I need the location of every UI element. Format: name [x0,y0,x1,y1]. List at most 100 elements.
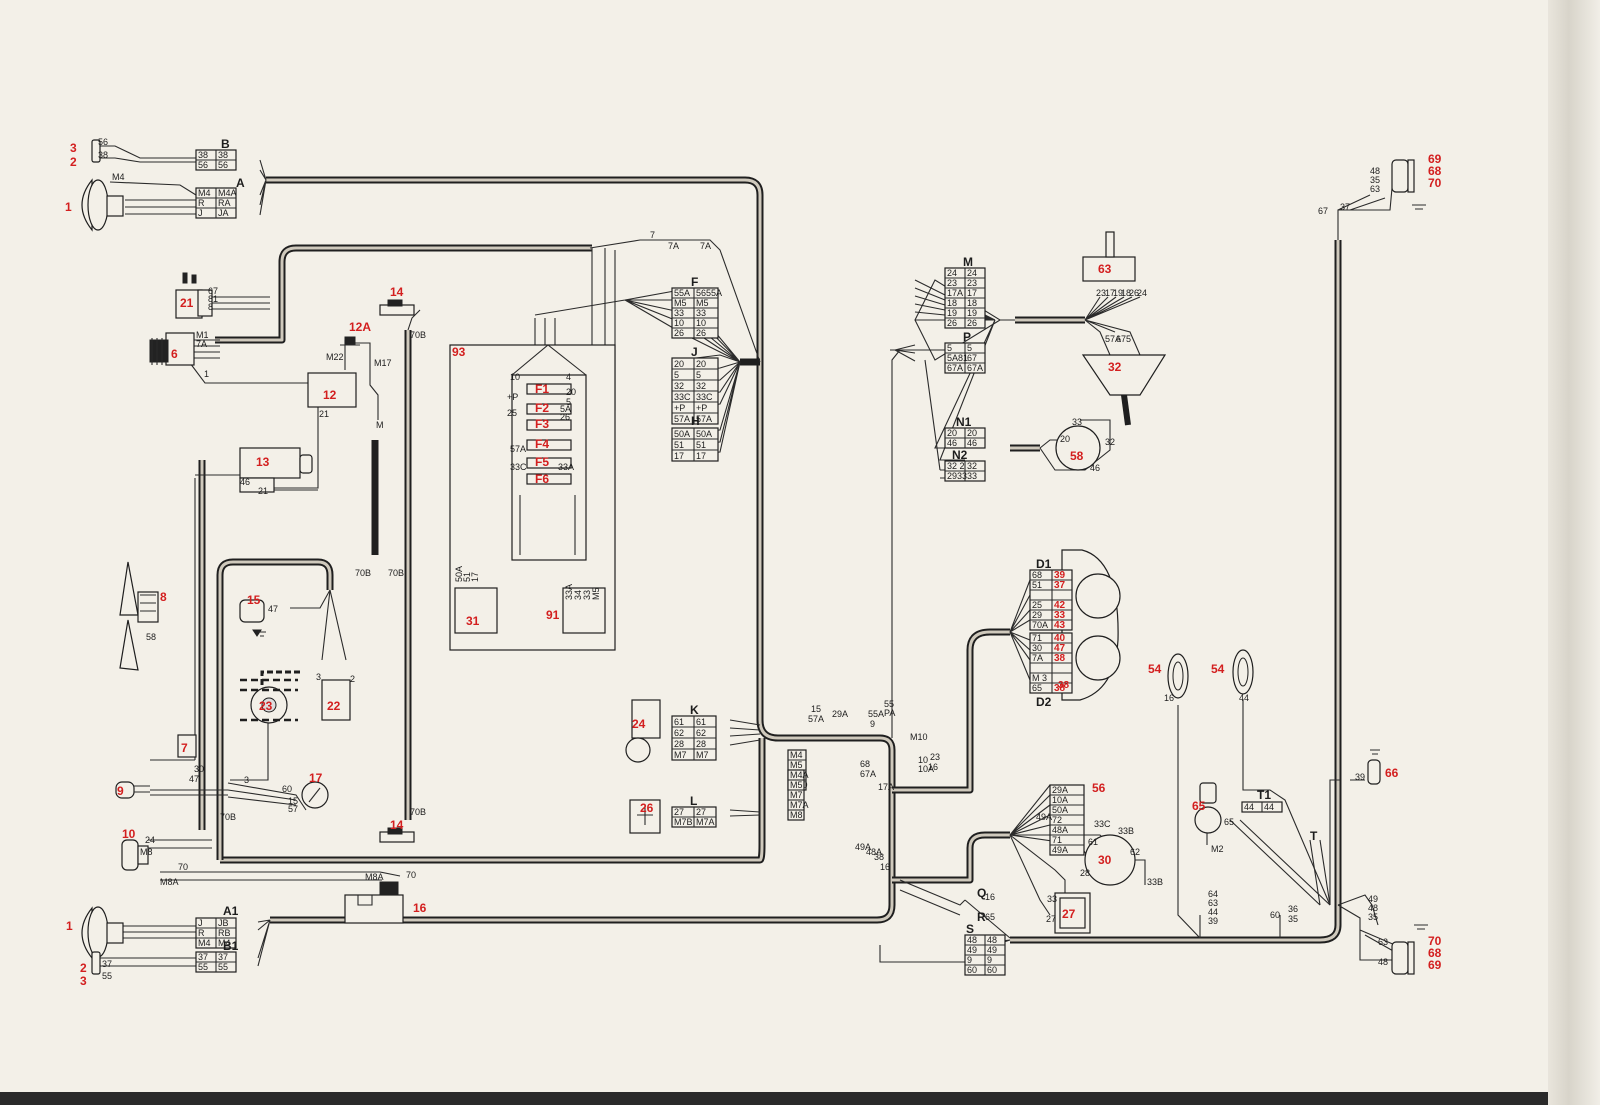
wire-label: 27 [1046,914,1056,924]
connector-pin: M7A [696,817,715,827]
callout-17: 17 [309,771,323,785]
callout-54-right: 54 [1211,662,1225,676]
wire-label: 19 [1113,288,1123,298]
connector-pin: 26 [967,318,977,328]
connector-label-j: J [691,345,698,359]
connector-pin: 40 [1054,633,1066,644]
connector-pin: 67A [967,363,983,373]
callout-31: 31 [466,614,480,628]
connector-pin: 30 [1032,643,1042,653]
connector-list-frame [1049,784,1085,856]
wire-label: M22 [326,352,344,362]
wire-label: 15 [288,796,298,806]
connector-pin: 37 [1054,580,1066,591]
connector-pin: 51 [1032,580,1042,590]
temperature-sender-icon [177,734,197,758]
wire-label: 70B [355,568,371,578]
connector-pin: 51 [674,440,684,450]
wire-label: 55 [884,699,894,709]
gauge-icon [301,781,329,809]
callout-70-lower: 70 [1428,934,1442,948]
connector-pin: 24 [947,268,957,278]
callout-38: 38 [1058,680,1070,691]
wire-label: 17 [1105,288,1115,298]
wire-label: 57A [510,444,526,454]
connector-pin: 5 [967,343,972,353]
connector-pin: 32 [696,381,706,391]
connector-pin: 19 [947,308,957,318]
fuse-labels: F1 F2 F3 F4 F5 F6 [535,382,549,486]
wire-label: 47 [268,604,278,614]
wire-label: 48 [1370,166,1380,176]
wire-label: 17A [878,782,894,792]
connector-block-frame [671,427,719,462]
wire-label: 57 [288,804,298,814]
connector-pin: 57A [696,414,712,424]
connector-pin: 38 [1054,653,1066,664]
wire-label: 63 [1378,937,1388,947]
connector-pin: J [198,918,203,928]
connector-pin: 56 [198,160,208,170]
wire-label: 24 [145,835,155,845]
callout-65: 65 [1192,799,1206,813]
connector-pin: 50A [454,566,464,582]
wire-label: 5A [560,404,571,414]
boot-lamp-icon [1367,759,1381,785]
connector-pin: 18 [967,298,977,308]
thin-wires [98,145,1396,967]
connector-pin: 5 [674,370,679,380]
callout-8: 8 [160,590,167,604]
ignition-switch-icon [1055,425,1101,471]
connector-pin: 71 [1032,633,1042,643]
wire-label: M1 [196,330,209,340]
wire-label: 16 [880,862,890,872]
connector-pin: RA [218,198,231,208]
connector-pin: 49 [967,945,977,955]
callout-7: 7 [181,741,188,755]
callout-15: 15 [247,593,261,607]
main-harness [198,176,1342,944]
wire-label: 48 [1378,957,1388,967]
connector-pin: 48 [967,935,977,945]
connector-pin: 38 [218,150,228,160]
connector-pin: 37 [198,952,208,962]
fuse-box-93 [449,344,616,651]
callout-24: 24 [632,717,646,731]
connector-pin: 20 [674,359,684,369]
connector-pin: 50A [696,429,712,439]
connector-pin: M7 [790,790,803,800]
connector-pin: 50A [674,429,690,439]
connector-pin: 38 [1054,683,1066,694]
callout-68-lower: 68 [1428,946,1442,960]
headlamp-icon [81,178,124,232]
connector-pin: 23 [967,278,977,288]
connector-label-b: B [221,137,230,151]
wire-label: 30 [194,764,204,774]
wire-label: M4 [112,172,125,182]
connector-pin: 61 [696,717,706,727]
connector-pin: 32 2 [947,461,965,471]
wire-label: 9 [870,719,875,729]
connector-pin: 61 [674,717,684,727]
connector-label-s: S [966,922,974,936]
wire-label: 36 [1288,904,1298,914]
callout-2: 2 [70,155,77,169]
wire-label: 48A [866,847,882,857]
wire-label: 64 [1208,889,1218,899]
wire-label: 26 [1129,288,1139,298]
wire-label: 21 [258,486,268,496]
connector-label-p: P [963,330,971,344]
connector-pin: M5 [790,760,803,770]
wire-label: 70B [410,330,426,340]
alternator-icon [149,332,195,366]
connector-pin: 24 [967,268,977,278]
